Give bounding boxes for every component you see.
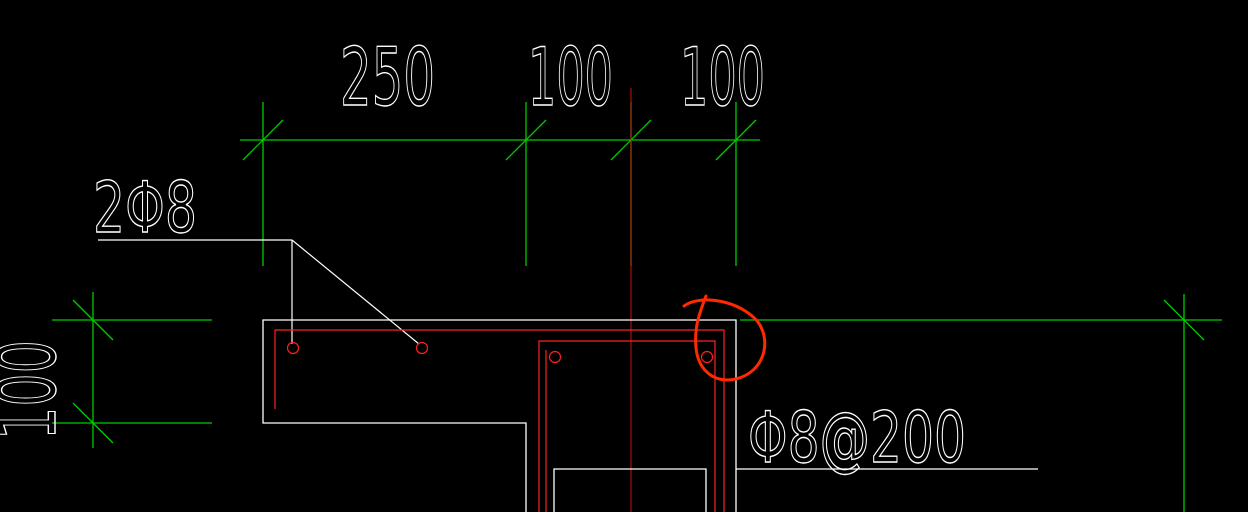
top-rebar-label: 2Φ8 bbox=[93, 167, 197, 249]
right-dimension-extension bbox=[740, 294, 1222, 512]
rebar-stirrup-lines bbox=[274, 329, 725, 512]
stirrup-label: Φ8@200 bbox=[748, 397, 966, 479]
markup-circle-annotation bbox=[682, 294, 767, 382]
rebar-bars bbox=[286, 341, 714, 364]
dimension-100-left: 100 bbox=[528, 31, 613, 124]
rebar-bar bbox=[415, 341, 429, 355]
rebar-leader-lines bbox=[98, 239, 420, 345]
dimension-100-right: 100 bbox=[680, 31, 765, 124]
rebar-bar bbox=[286, 341, 300, 355]
left-dimension bbox=[52, 292, 212, 448]
rebar-bar bbox=[548, 350, 562, 364]
concrete-outline bbox=[262, 319, 1038, 512]
top-dimension-chain bbox=[240, 102, 760, 266]
rebar-bar bbox=[700, 350, 714, 364]
dimension-250: 250 bbox=[340, 31, 435, 124]
dimension-100-vertical: 100 bbox=[0, 340, 74, 440]
